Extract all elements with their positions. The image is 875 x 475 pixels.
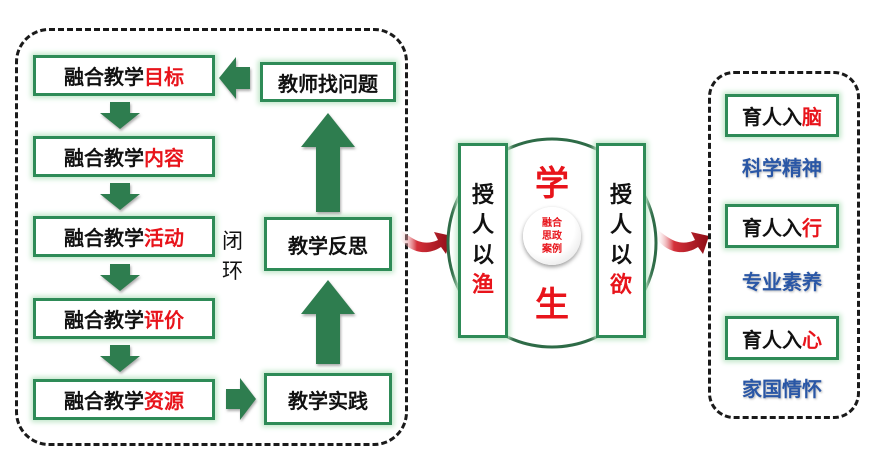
step-evaluation-box: 融合教学评价 <box>33 298 215 339</box>
step-content-prefix: 融合教学 <box>64 146 144 170</box>
outcome-action-highlight: 行 <box>802 215 822 240</box>
outcome-brain-box: 育人入脑 <box>725 94 839 137</box>
center-line-1: 融合 <box>542 217 562 229</box>
practice-box: 教学实践 <box>264 373 392 425</box>
find-problem-box: 教师找问题 <box>260 62 396 102</box>
step-content-highlight: 内容 <box>144 146 184 170</box>
step-resource-highlight: 资源 <box>144 389 184 413</box>
teach-fishing-box: 授 人 以 渔 <box>458 143 508 338</box>
teach-fishing-char-1: 授 <box>471 182 494 208</box>
teach-desire-box: 授 人 以 欲 <box>596 143 646 338</box>
down-arrow-3 <box>100 264 140 291</box>
up-arrow-to-reflection <box>301 280 355 364</box>
outcome-frame <box>708 71 860 419</box>
step-resource-box: 融合教学资源 <box>33 379 215 420</box>
down-arrow-4 <box>100 345 140 372</box>
find-problem-label: 教师找问题 <box>278 71 378 96</box>
swoosh-arrow-right <box>655 228 709 254</box>
outcome-action-box: 育人入行 <box>725 204 839 248</box>
down-arrow-1 <box>100 102 140 129</box>
loop-label: 闭 环 <box>222 226 243 286</box>
student-top-char: 学 <box>535 164 569 204</box>
teach-desire-char-3: 以 <box>609 242 632 268</box>
step-activity-box: 融合教学活动 <box>33 216 215 257</box>
outcome-heart-highlight: 心 <box>802 327 822 352</box>
step-goal-highlight: 目标 <box>144 65 184 89</box>
down-arrow-2 <box>100 183 140 210</box>
left-arrow-to-goal <box>219 57 250 99</box>
step-activity-prefix: 融合教学 <box>64 226 144 250</box>
student-bottom-char: 生 <box>535 285 569 325</box>
step-resource-prefix: 融合教学 <box>64 389 144 413</box>
outcome-brain-prefix: 育人入 <box>742 105 802 129</box>
up-arrow-to-find-problem <box>301 113 355 212</box>
center-case-disc: 融合 思政 案例 <box>523 207 581 265</box>
center-line-3: 案例 <box>542 243 562 255</box>
teach-fishing-char-3: 以 <box>471 242 494 268</box>
teach-desire-char-2: 人 <box>609 212 632 238</box>
outcome-heart-box: 育人入心 <box>725 316 839 360</box>
step-evaluation-highlight: 评价 <box>144 308 184 332</box>
center-line-2: 思政 <box>542 230 562 242</box>
step-content-box: 融合教学内容 <box>33 136 215 177</box>
teach-fishing-highlight: 渔 <box>471 272 494 298</box>
teach-desire-highlight: 欲 <box>609 272 632 298</box>
outcome-action-sub: 专业素养 <box>742 270 822 294</box>
loop-label-char-2: 环 <box>222 259 243 283</box>
step-activity-highlight: 活动 <box>144 226 184 250</box>
step-goal-prefix: 融合教学 <box>64 65 144 89</box>
loop-label-char-1: 闭 <box>222 229 243 253</box>
teach-fishing-char-2: 人 <box>471 212 494 238</box>
outcome-action-prefix: 育人入 <box>742 215 802 240</box>
outcome-heart-prefix: 育人入 <box>742 327 802 352</box>
reflection-label: 教学反思 <box>288 233 368 258</box>
practice-label: 教学实践 <box>288 388 368 413</box>
swoosh-arrow-left <box>398 228 452 254</box>
outcome-heart-sub: 家国情怀 <box>742 377 822 401</box>
outcome-brain-highlight: 脑 <box>802 105 822 129</box>
outcome-brain-sub: 科学精神 <box>742 156 822 180</box>
step-goal-box: 融合教学目标 <box>33 55 215 96</box>
reflection-box: 教学反思 <box>264 217 392 271</box>
teach-desire-char-1: 授 <box>609 182 632 208</box>
step-evaluation-prefix: 融合教学 <box>64 308 144 332</box>
right-arrow-to-practice <box>226 378 256 420</box>
